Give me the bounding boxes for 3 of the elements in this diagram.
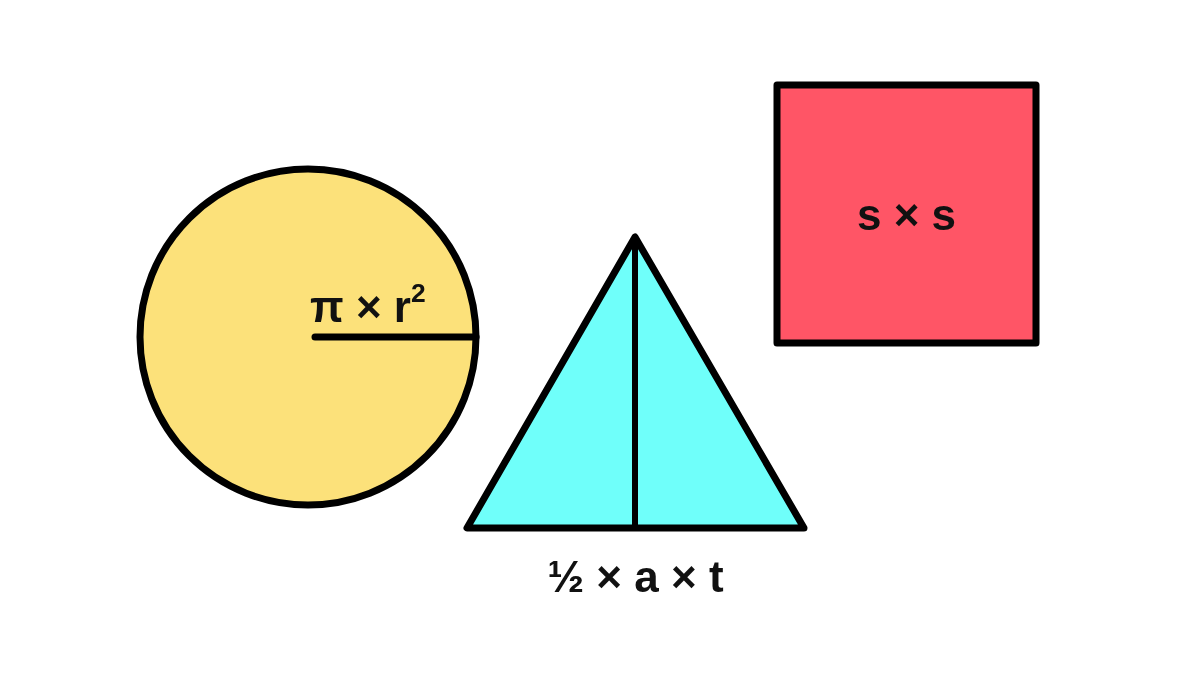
formula-label: π × r$^{2}$	[310, 285, 426, 329]
formula-label: ½ × a × t	[546, 555, 725, 599]
formula-label: s × s	[855, 193, 958, 237]
